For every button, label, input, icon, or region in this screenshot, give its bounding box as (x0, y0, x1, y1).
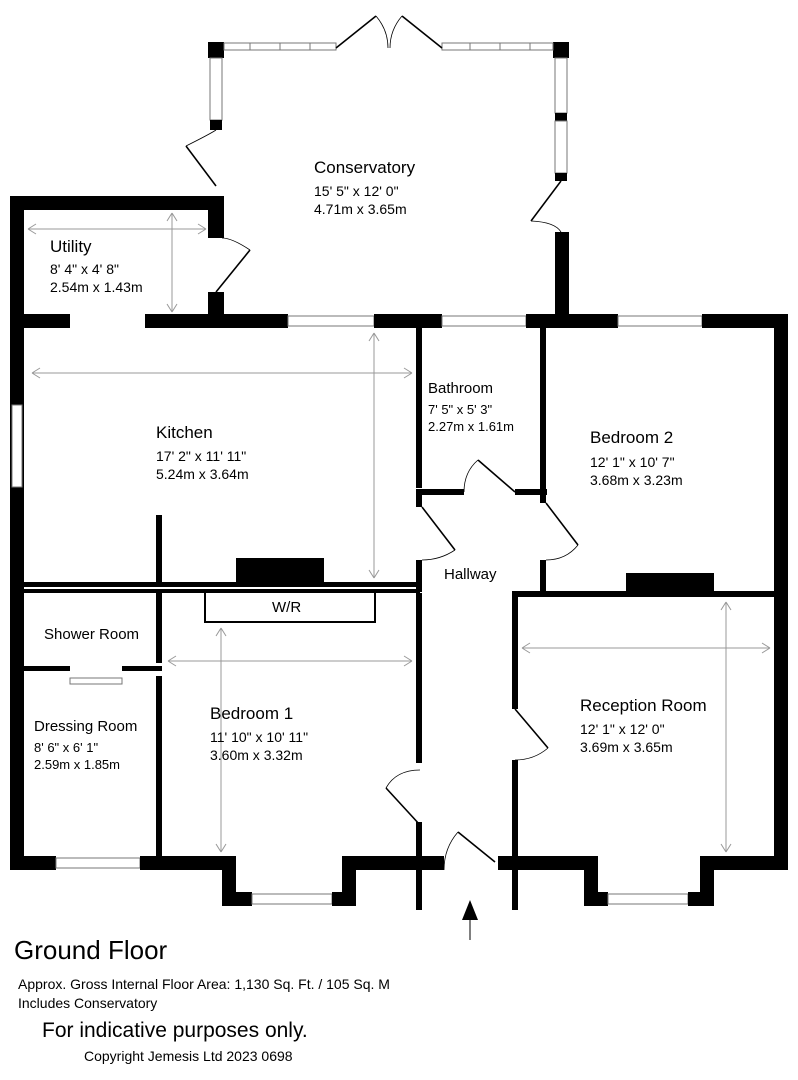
conservatory-post-left (208, 42, 224, 58)
conservatory-imperial: 15' 5" x 12' 0" (314, 183, 399, 199)
copyright: Copyright Jemesis Ltd 2023 0698 (84, 1048, 293, 1064)
floor-title: Ground Floor (14, 935, 168, 965)
conservatory-side-door-right[interactable] (530, 180, 562, 222)
bedroom1-metric: 3.60m x 3.32m (210, 747, 303, 763)
kitchen-window (287, 315, 375, 327)
conservatory-name: Conservatory (314, 158, 416, 177)
reception-door[interactable] (514, 708, 549, 749)
reception-structure (443, 591, 788, 940)
room-labels: Conservatory 15' 5" x 12' 0" 4.71m x 3.6… (34, 158, 707, 772)
bathroom-door[interactable] (477, 459, 516, 493)
kitchen-side-window (11, 404, 23, 488)
reception-imperial: 12' 1" x 12' 0" (580, 721, 665, 737)
shower-screen (69, 677, 123, 685)
dressing-window (55, 857, 141, 869)
bedroom1-imperial: 11' 10" x 10' 11" (210, 729, 308, 745)
bathroom-name: Bathroom (428, 380, 493, 397)
kitchen-door[interactable] (421, 506, 456, 551)
reception-name: Reception Room (580, 696, 707, 715)
bedroom2-imperial: 12' 1" x 10' 7" (590, 454, 675, 470)
bathroom-structure (416, 328, 547, 495)
dressing-metric: 2.59m x 1.85m (34, 757, 120, 772)
french-door-left[interactable] (335, 15, 377, 49)
kitchen-name: Kitchen (156, 423, 213, 442)
conservatory-side-door-left[interactable] (185, 145, 217, 187)
dressing-imperial: 8' 6" x 6' 1" (34, 740, 98, 755)
bathroom-imperial: 7' 5" x 5' 3" (428, 402, 492, 417)
conservatory-window-left (209, 57, 223, 121)
bathroom-metric: 2.27m x 1.61m (428, 419, 514, 434)
utility-metric: 2.54m x 1.43m (50, 279, 143, 295)
conservatory-structure (185, 15, 569, 324)
bedroom1-bay-window (251, 893, 333, 905)
reception-bay-window (607, 893, 689, 905)
bedroom1-door[interactable] (385, 787, 421, 826)
french-door-right[interactable] (401, 15, 443, 49)
conservatory-post-right (553, 42, 569, 58)
utility-imperial: 8' 4" x 4' 8" (50, 261, 119, 277)
kitchen-metric: 5.24m x 3.64m (156, 466, 249, 482)
disclaimer: For indicative purposes only. (42, 1019, 308, 1042)
area-text: Approx. Gross Internal Floor Area: 1,130… (18, 976, 390, 992)
wardrobe-label: W/R (272, 599, 301, 616)
bedroom2-metric: 3.68m x 3.23m (590, 472, 683, 488)
bedroom2-window (617, 315, 703, 327)
shower-name: Shower Room (44, 626, 139, 643)
conservatory-metric: 4.71m x 3.65m (314, 201, 407, 217)
floor-plan: Conservatory 15' 5" x 12' 0" 4.71m x 3.6… (10, 15, 788, 940)
bedroom2-door[interactable] (545, 502, 579, 546)
utility-door[interactable] (215, 249, 251, 293)
utility-structure (10, 196, 251, 596)
conservatory-window-top-right (441, 42, 554, 51)
hallway-structure (416, 314, 788, 870)
conservatory-window-right-upper (554, 57, 568, 114)
entrance-arrow-icon (462, 900, 478, 920)
bedroom2-name: Bedroom 2 (590, 428, 673, 447)
bedroom1-structure (10, 589, 444, 910)
utility-name: Utility (50, 237, 92, 256)
reception-metric: 3.69m x 3.65m (580, 739, 673, 755)
bathroom-window (441, 315, 527, 327)
dimension-arrows (27, 212, 771, 853)
bedroom2-chimney (626, 573, 714, 595)
kitchen-chimney (236, 558, 324, 586)
dressing-name: Dressing Room (34, 718, 137, 735)
front-door[interactable] (457, 831, 496, 863)
kitchen-structure (11, 314, 788, 587)
bedroom1-name: Bedroom 1 (210, 704, 293, 723)
hallway-name: Hallway (444, 566, 497, 583)
includes-text: Includes Conservatory (18, 995, 158, 1011)
kitchen-imperial: 17' 2" x 11' 11" (156, 448, 246, 464)
conservatory-window-right-lower (554, 120, 568, 174)
